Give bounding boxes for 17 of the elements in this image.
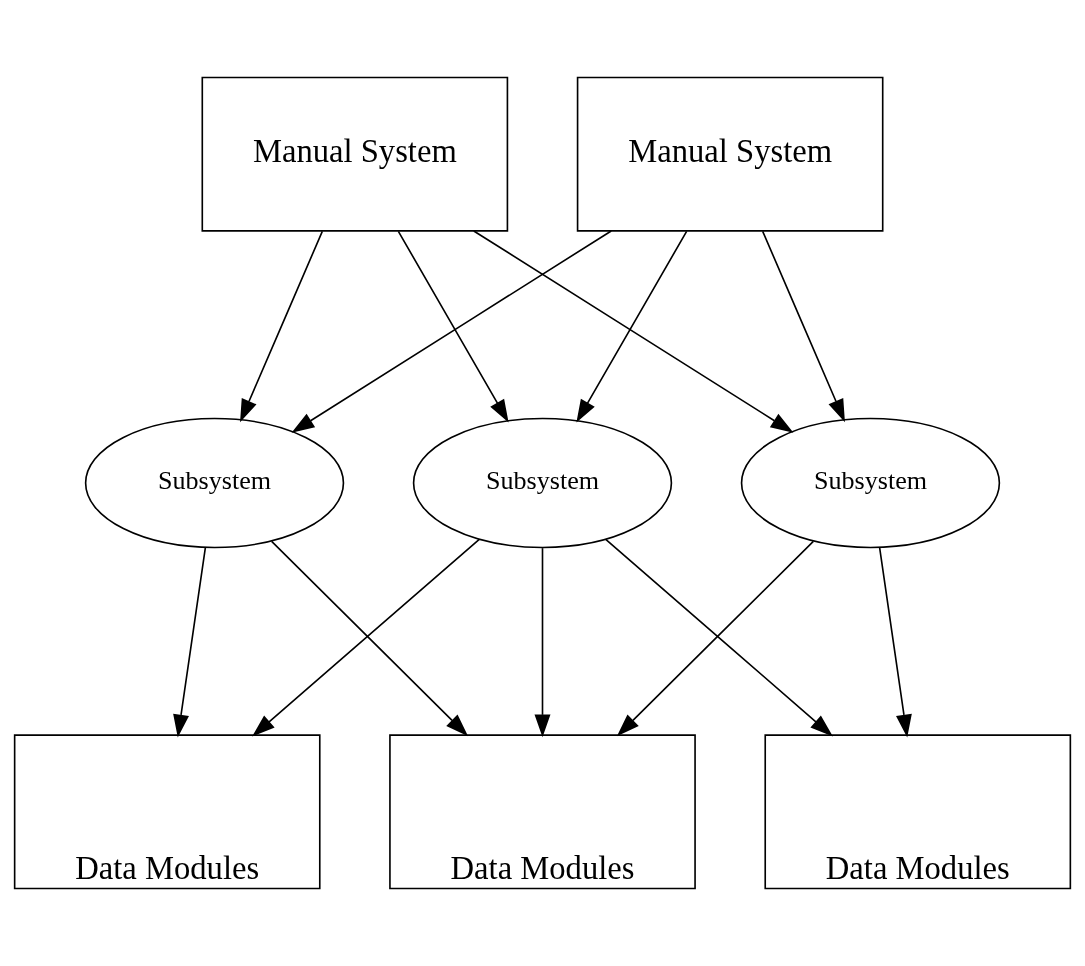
node-box: Data Modules bbox=[389, 734, 696, 890]
node-box: Manual System bbox=[201, 76, 509, 232]
node-box: Manual System bbox=[576, 76, 884, 232]
arrow bbox=[240, 230, 324, 423]
node-box: Data Modules bbox=[764, 734, 1072, 890]
arrow bbox=[878, 546, 912, 738]
arrow bbox=[761, 230, 845, 423]
arrow bbox=[576, 230, 688, 423]
node-box: Data Modules bbox=[13, 734, 321, 890]
arrow bbox=[291, 230, 613, 433]
arrow bbox=[173, 546, 207, 738]
node-ellipse: Subsystem bbox=[740, 417, 1001, 549]
arrow bbox=[534, 547, 551, 738]
arrow bbox=[397, 230, 509, 423]
node-ellipse: Subsystem bbox=[84, 417, 345, 549]
arrow bbox=[472, 230, 794, 433]
node-ellipse: Subsystem bbox=[412, 417, 673, 549]
